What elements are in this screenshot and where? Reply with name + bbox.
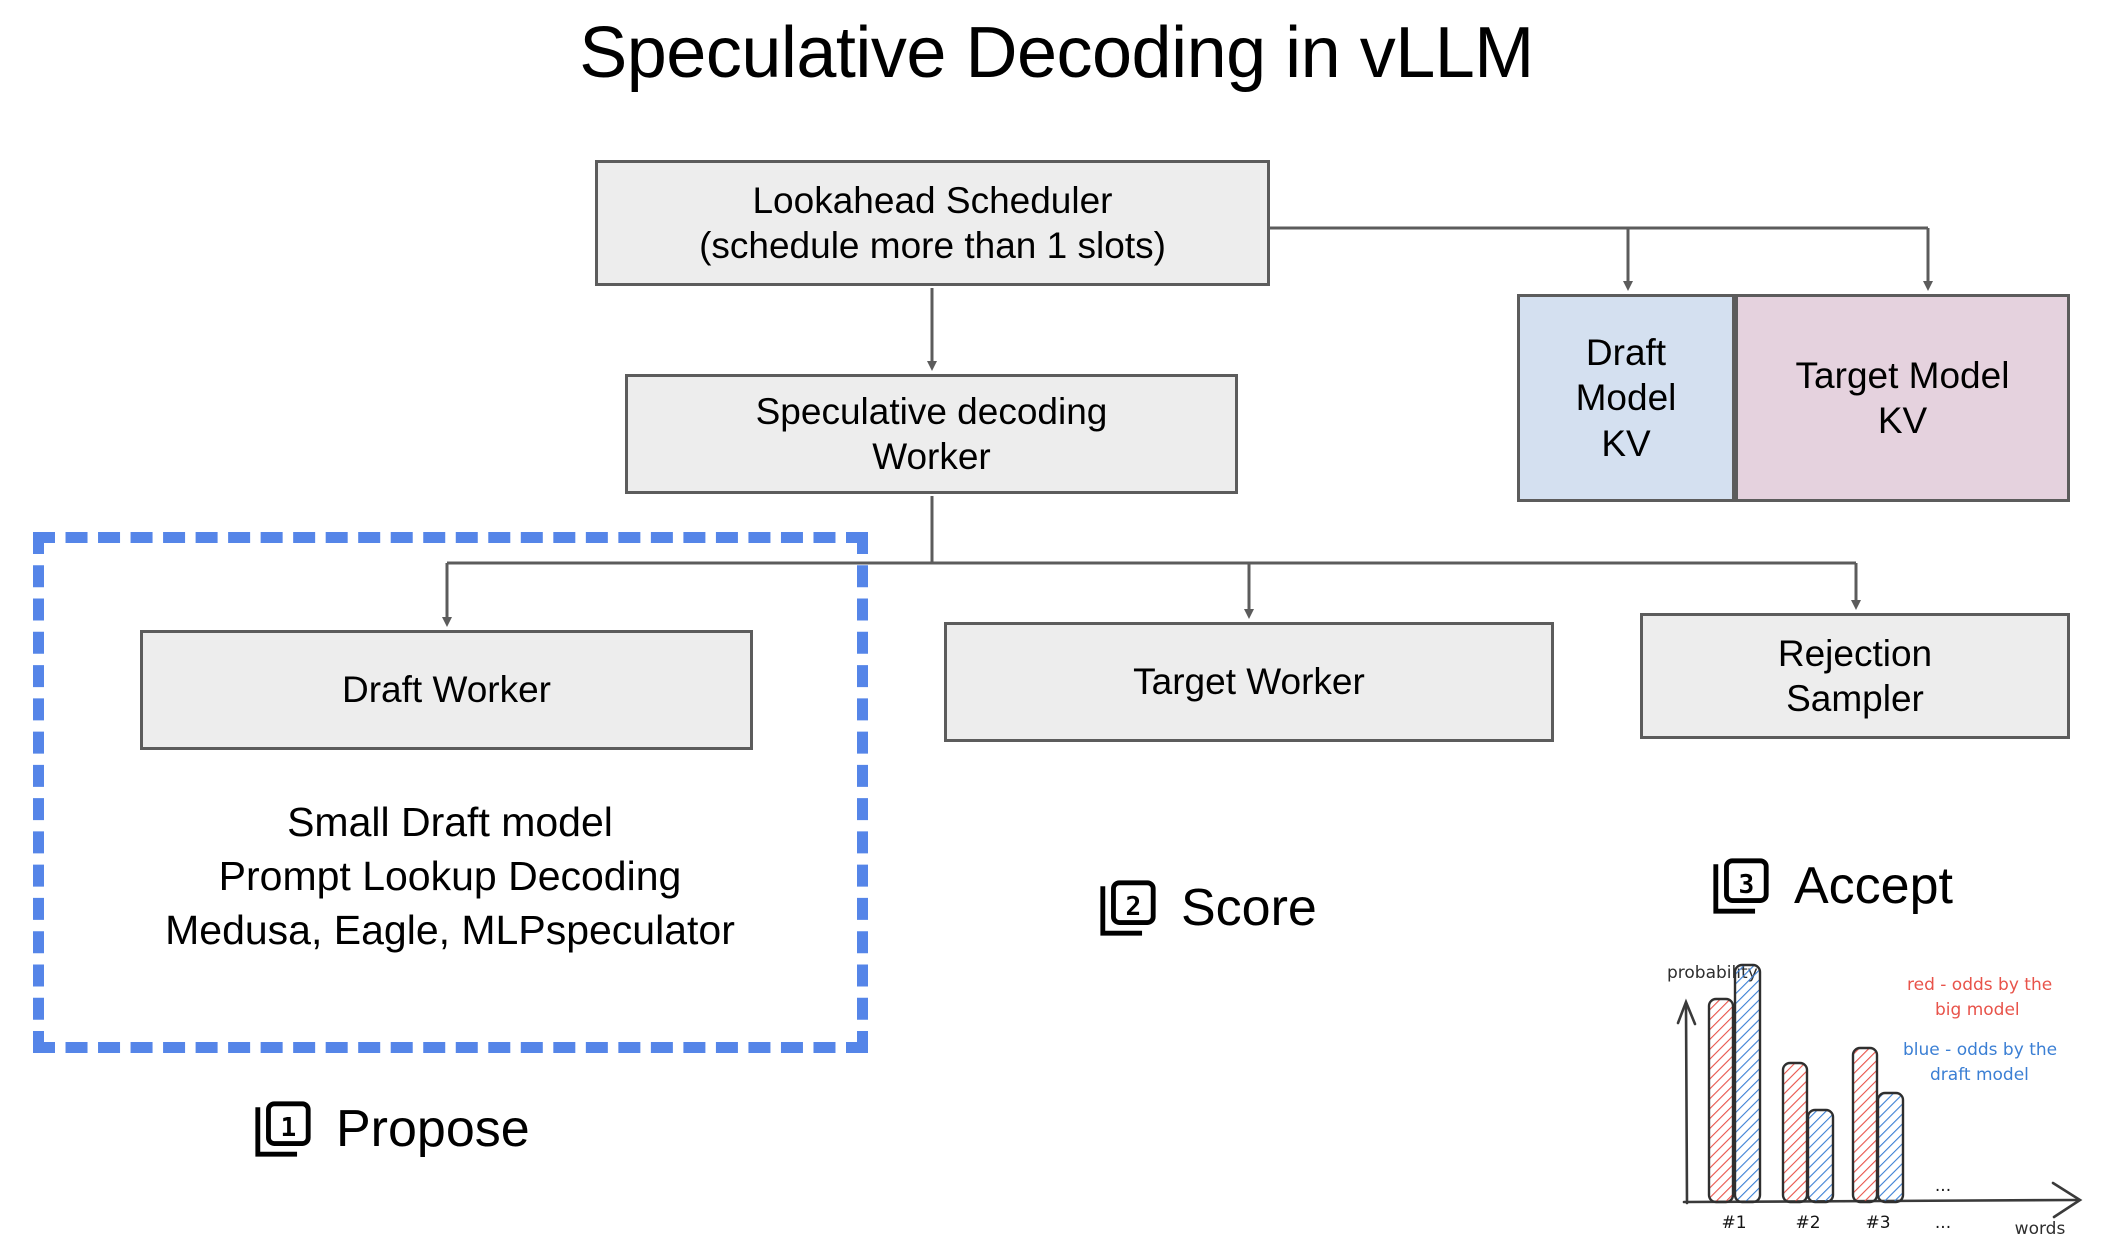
node-target-worker[interactable]: Target Worker	[944, 622, 1554, 742]
step-1-label: Propose	[336, 1100, 530, 1158]
chart-xtick-ellipsis-bottom: ...	[1935, 1213, 1951, 1233]
chart-bar-red-2	[1781, 1061, 1809, 1204]
chart-xtick-1: #1	[1721, 1213, 1746, 1233]
step-badge-score: 2 Score	[1097, 877, 1317, 939]
step-badge-accept: 3 Accept	[1710, 855, 1953, 917]
chart-bar-red-1	[1707, 997, 1735, 1204]
chart-bar-red-3	[1851, 1046, 1879, 1204]
chart-bar-group-2	[1781, 1061, 1835, 1204]
node-draft-worker[interactable]: Draft Worker	[140, 630, 753, 750]
chart-legend-blue-line2: draft model	[1930, 1065, 2029, 1085]
step-3-label: Accept	[1794, 857, 1953, 915]
node-target-model-kv[interactable]: Target Model KV	[1735, 294, 2070, 502]
draft-worker-notes: Small Draft model Prompt Lookup Decoding…	[165, 799, 735, 954]
chart-legend: red - odds by the big model blue - odds …	[1903, 975, 2057, 1085]
step-2-label: Score	[1181, 879, 1317, 937]
chart-xlabel: words	[2015, 1219, 2066, 1239]
step-3-card-icon: 3	[1713, 858, 1769, 914]
step-2-number: 2	[1125, 892, 1141, 922]
chart-bar-blue-3	[1876, 1091, 1905, 1204]
step-badge-propose: 1 Propose	[252, 1098, 530, 1160]
step-1-card-icon: 1	[255, 1101, 311, 1157]
chart-legend-red-line2: big model	[1935, 1000, 2020, 1020]
chart-legend-blue-line1: blue - odds by the	[1903, 1040, 2057, 1060]
chart-xtick-3: #3	[1865, 1213, 1890, 1233]
accept-probability-chart: probability	[1645, 945, 2107, 1240]
chart-legend-red-line1: red - odds by the	[1907, 975, 2052, 995]
step-1-number: 1	[280, 1113, 296, 1143]
page-title: Speculative Decoding in vLLM	[579, 13, 1534, 93]
chart-bar-group-3	[1851, 1046, 1905, 1204]
chart-xtick-2: #2	[1795, 1213, 1820, 1233]
node-draft-model-kv[interactable]: Draft Model KV	[1517, 294, 1735, 502]
chart-bar-group-1	[1707, 963, 1762, 1204]
propose-highlight-region	[33, 532, 868, 1053]
node-lookahead-scheduler[interactable]: Lookahead Scheduler (schedule more than …	[595, 160, 1270, 286]
chart-bar-blue-1	[1733, 963, 1762, 1204]
step-2-card-icon: 2	[1100, 880, 1156, 936]
node-rejection-sampler[interactable]: Rejection Sampler	[1640, 613, 2070, 739]
chart-bar-blue-2	[1806, 1108, 1835, 1204]
step-3-number: 3	[1738, 870, 1754, 900]
chart-ellipsis-top: ...	[1935, 1176, 1951, 1196]
node-speculative-decoding-worker[interactable]: Speculative decoding Worker	[625, 374, 1238, 494]
